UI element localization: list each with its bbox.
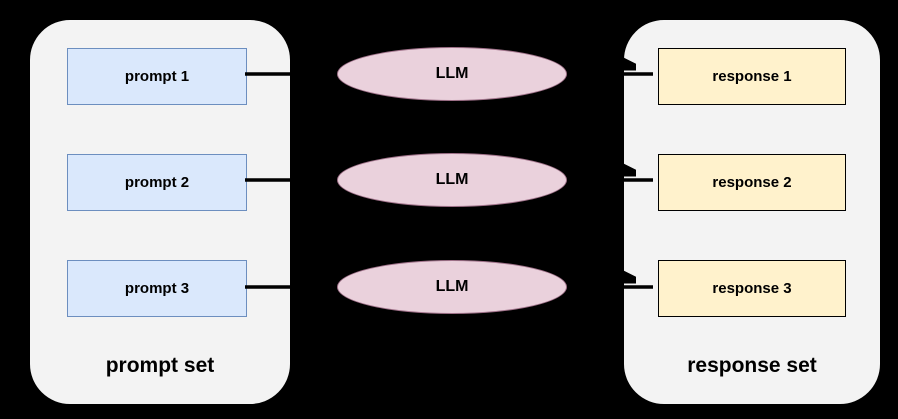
llm-node-2-label: LLM xyxy=(435,171,469,188)
prompt-node-3: prompt 3 xyxy=(67,260,247,317)
llm-node-1: LLM xyxy=(337,47,567,101)
prompt-node-3-label: prompt 3 xyxy=(124,280,190,297)
response-node-1: response 1 xyxy=(658,48,846,105)
prompt-node-2: prompt 2 xyxy=(67,154,247,211)
llm-node-3-label: LLM xyxy=(435,278,469,295)
response-node-2: response 2 xyxy=(658,154,846,211)
prompt-node-1-label: prompt 1 xyxy=(124,68,190,85)
response-node-2-label: response 2 xyxy=(712,174,792,191)
prompt-node-2-label: prompt 2 xyxy=(124,174,190,191)
prompt-set-container: prompt 1 prompt 2 prompt 3 prompt set xyxy=(28,18,292,406)
response-set-label: response set xyxy=(687,354,817,377)
response-set-container: response 1 response 2 response 3 respons… xyxy=(622,18,882,406)
prompt-node-1: prompt 1 xyxy=(67,48,247,105)
prompt-set-label: prompt set xyxy=(105,354,215,377)
response-node-1-label: response 1 xyxy=(712,68,792,85)
response-node-3-label: response 3 xyxy=(712,280,792,297)
llm-node-3: LLM xyxy=(337,260,567,314)
response-node-3: response 3 xyxy=(658,260,846,317)
llm-node-2: LLM xyxy=(337,153,567,207)
llm-node-1-label: LLM xyxy=(435,65,469,82)
